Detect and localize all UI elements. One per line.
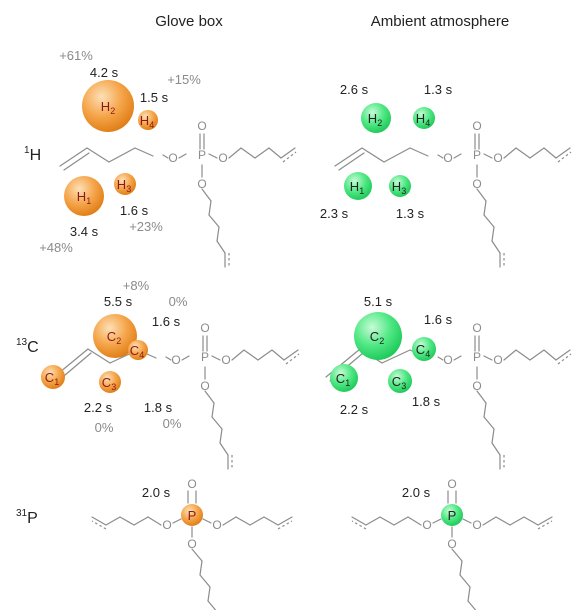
t1-p-ambient: 2.0 s: [402, 485, 431, 500]
t1-c3-ambient: 1.8 s: [412, 394, 441, 409]
svg-text:C1: C1: [45, 370, 59, 387]
molecule-13c-glove: [53, 320, 300, 470]
t1-h3-ambient: 1.3 s: [396, 206, 425, 221]
svg-text:C4: C4: [130, 343, 144, 360]
svg-text:H1: H1: [77, 189, 91, 206]
nucleus-c1-ambient: C1: [330, 364, 358, 392]
svg-text:H4: H4: [416, 111, 430, 128]
header-glove-box: Glove box: [155, 13, 223, 30]
svg-text:C2: C2: [107, 329, 121, 346]
pct-h3-glove: +23%: [129, 219, 163, 234]
pct-h1-glove: +48%: [39, 240, 73, 255]
t1-h1-glove: 3.4 s: [70, 224, 99, 239]
svg-text:H4: H4: [140, 113, 154, 130]
svg-text:P: P: [448, 508, 457, 523]
nucleus-p-ambient: P: [441, 504, 463, 526]
header-ambient: Ambient atmosphere: [371, 13, 509, 30]
nucleus-h3-glove: H3: [114, 173, 136, 195]
nucleus-h4-ambient: H4: [413, 107, 435, 129]
nucleus-c3-glove: C3: [99, 371, 121, 393]
t1-c4-ambient: 1.6 s: [424, 312, 453, 327]
svg-text:H2: H2: [368, 111, 382, 128]
t1-c1-glove: 2.2 s: [84, 400, 113, 415]
molecule-1h-ambient: [334, 118, 572, 268]
nucleus-h4-glove: H4: [138, 110, 158, 130]
t1-h4-glove: 1.5 s: [140, 90, 169, 105]
pct-h2-glove: +61%: [59, 48, 93, 63]
pct-c2-glove: +8%: [123, 278, 150, 293]
svg-text:H3: H3: [117, 177, 131, 194]
pct-c4-glove: 0%: [169, 294, 188, 309]
molecule-31p-glove: [91, 476, 293, 610]
t1-c2-glove: 5.5 s: [104, 294, 133, 309]
row-label-1h: 1H: [24, 145, 41, 164]
t1-h4-ambient: 1.3 s: [424, 82, 453, 97]
nucleus-p-glove: P: [181, 504, 203, 526]
row-label-31p: 31P: [16, 508, 38, 527]
t1-h3-glove: 1.6 s: [120, 203, 149, 218]
nucleus-c2-glove: C2: [93, 314, 137, 358]
nucleus-h1-glove: H1: [64, 176, 104, 216]
t1-h1-ambient: 2.3 s: [320, 206, 349, 221]
svg-text:C1: C1: [336, 371, 350, 388]
t1-c3-glove: 1.8 s: [144, 400, 173, 415]
nucleus-c4-ambient: C4: [412, 337, 436, 361]
svg-text:H1: H1: [350, 179, 364, 196]
nucleus-c3-ambient: C3: [388, 369, 412, 393]
t1-c2-ambient: 5.1 s: [364, 294, 393, 309]
pct-c3-glove: 0%: [163, 416, 182, 431]
pct-h4-glove: +15%: [167, 72, 201, 87]
nucleus-c2-ambient: C2: [354, 312, 402, 360]
nucleus-c1-glove: C1: [41, 365, 65, 389]
t1-h2-glove: 4.2 s: [90, 65, 119, 80]
svg-text:H2: H2: [101, 99, 115, 116]
t1-c4-glove: 1.6 s: [152, 314, 181, 329]
nucleus-h1-ambient: H1: [344, 172, 372, 200]
pct-c1-glove: 0%: [95, 420, 114, 435]
svg-text:C3: C3: [392, 374, 406, 391]
svg-text:H3: H3: [392, 179, 406, 196]
svg-text:C4: C4: [416, 342, 430, 359]
t1-c1-ambient: 2.2 s: [340, 402, 369, 417]
row-label-13c: 13C: [16, 337, 39, 356]
t1-p-glove: 2.0 s: [142, 485, 171, 500]
nucleus-h3-ambient: H3: [389, 175, 411, 197]
svg-text:P: P: [188, 508, 197, 523]
svg-text:C3: C3: [102, 375, 116, 392]
nucleus-h2-glove: H2: [82, 80, 134, 132]
molecule-31p-ambient: [351, 476, 553, 610]
t1-h2-ambient: 2.6 s: [340, 82, 369, 97]
svg-text:C2: C2: [370, 329, 384, 346]
nucleus-c4-glove: C4: [128, 340, 148, 360]
nucleus-h2-ambient: H2: [361, 103, 391, 133]
